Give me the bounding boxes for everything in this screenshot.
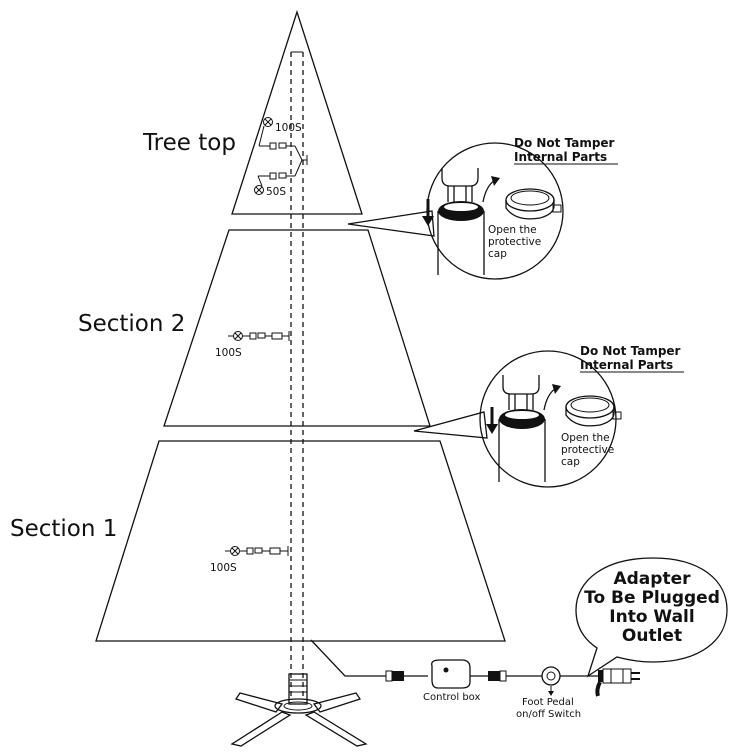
warning-upper-1: Do Not Tamper xyxy=(514,136,615,150)
cap-text-1: Open the xyxy=(561,432,610,444)
connector-icon xyxy=(392,671,404,681)
warning-lower-2: Internal Parts xyxy=(580,358,673,372)
callout-lower: Open the protective cap Do Not Tamper In… xyxy=(413,344,684,488)
bulb-icon xyxy=(254,185,264,195)
adapter-text-3: Into Wall xyxy=(609,607,694,627)
cap-text-3: cap xyxy=(561,456,580,468)
connector-icon xyxy=(488,671,500,681)
section-1-shape xyxy=(95,440,506,642)
adapter-text-2: To Be Plugged xyxy=(584,588,720,608)
bulb-icon xyxy=(233,331,243,341)
top-upper-count: 100S xyxy=(275,122,302,134)
cap-text-3: cap xyxy=(488,248,507,260)
warning-upper-2: Internal Parts xyxy=(514,150,607,164)
down-arrow-icon xyxy=(422,216,434,226)
tree-stand xyxy=(230,673,368,747)
top-lower-count: 50S xyxy=(266,186,286,198)
section-2-label: Section 2 xyxy=(78,311,185,337)
control-box-icon xyxy=(431,659,471,689)
tree-top-wiring: 100S 50S xyxy=(254,117,308,198)
foot-pedal-label-1: Foot Pedal xyxy=(522,697,574,708)
down-arrow-icon xyxy=(486,424,498,434)
arrow-icon xyxy=(548,691,554,696)
control-box-label: Control box xyxy=(423,692,480,703)
section-2-count: 100S xyxy=(215,347,242,359)
tree-top-label: Tree top xyxy=(142,130,236,156)
adapter-plug-icon xyxy=(602,668,632,684)
bulb-icon xyxy=(230,546,240,556)
section-2-wiring: 100S xyxy=(215,331,290,359)
cap-text-2: protective xyxy=(561,444,614,456)
plug-icon xyxy=(246,547,254,555)
plug-icon xyxy=(269,142,277,150)
connector-icon xyxy=(385,670,393,682)
cap-text-1: Open the xyxy=(488,224,537,236)
section-2-shape xyxy=(163,229,431,427)
section-1-count: 100S xyxy=(210,562,237,574)
adapter-speech-bubble: Adapter To Be Plugged Into Wall Outlet xyxy=(575,557,728,678)
curved-arrow-icon xyxy=(491,176,500,186)
callout-upper: Open the protective cap Do Not Tamper In… xyxy=(347,136,618,280)
adapter-text-4: Outlet xyxy=(622,626,682,646)
adapter-text-1: Adapter xyxy=(613,569,691,589)
section-1-label: Section 1 xyxy=(10,516,117,542)
cap-text-2: protective xyxy=(488,236,541,248)
tree-top-section xyxy=(231,9,363,215)
protective-cap-icon xyxy=(505,188,555,212)
plug-icon xyxy=(249,332,257,340)
warning-lower-1: Do Not Tamper xyxy=(580,344,681,358)
section-1-wiring: 100S xyxy=(210,546,289,574)
foot-pedal-label-2: on/off Switch xyxy=(516,709,581,720)
curved-arrow-icon xyxy=(552,384,561,394)
bulb-icon xyxy=(263,117,273,127)
protective-cap-icon xyxy=(565,395,615,419)
foot-pedal-icon xyxy=(541,666,561,686)
power-cable: Control box Foot Pedal on/off Switch xyxy=(310,639,640,720)
